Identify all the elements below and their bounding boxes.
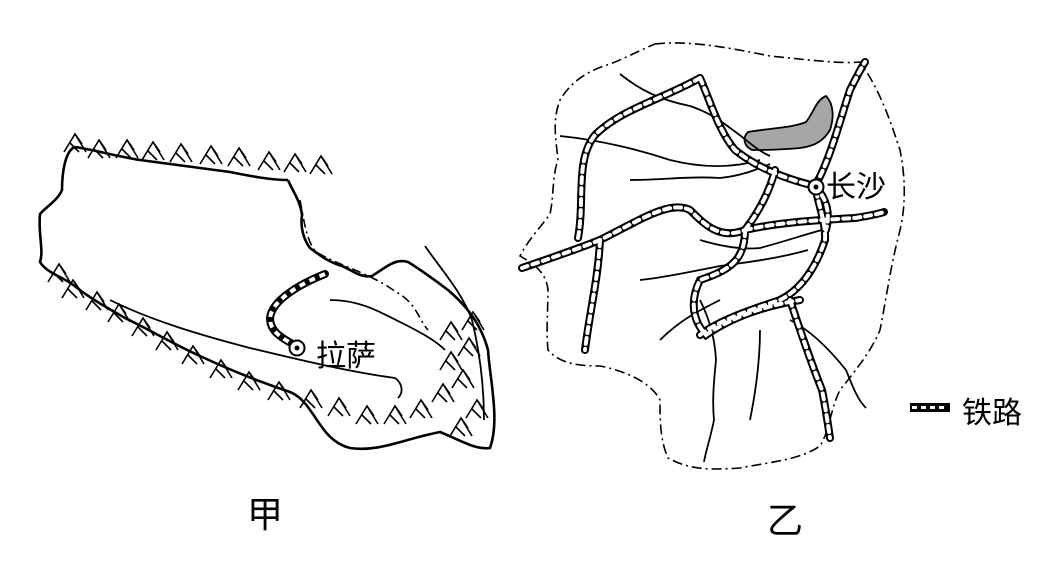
map-jia-east-border bbox=[299, 199, 429, 331]
map-yi-city-label: 长沙 bbox=[826, 170, 886, 205]
map-yi bbox=[518, 42, 906, 470]
map-jia-river-east-2 bbox=[329, 299, 446, 351]
map-jia-city-label: 拉萨 bbox=[316, 339, 376, 374]
map-jia-city-marker bbox=[288, 339, 306, 357]
map-jia-river-yarlung bbox=[109, 299, 403, 399]
map-jia-north-border bbox=[74, 145, 289, 182]
map-yi-caption: 乙 bbox=[767, 501, 804, 542]
map-yi-lake bbox=[743, 94, 834, 151]
legend-railway-label: 铁路 bbox=[962, 396, 1022, 431]
legend-railway-symbol bbox=[910, 403, 950, 412]
map-jia bbox=[38, 133, 496, 451]
map-jia-caption: 甲 bbox=[247, 495, 284, 536]
map-yi-railways bbox=[518, 58, 888, 442]
map-jia-river-east-1 bbox=[424, 245, 485, 421]
map-jia-railway bbox=[265, 270, 329, 350]
map-yi-city-marker bbox=[807, 178, 825, 196]
map-jia-boundary bbox=[38, 145, 496, 451]
map-yi-rivers bbox=[559, 73, 867, 463]
map-yi-boundary bbox=[518, 42, 906, 470]
